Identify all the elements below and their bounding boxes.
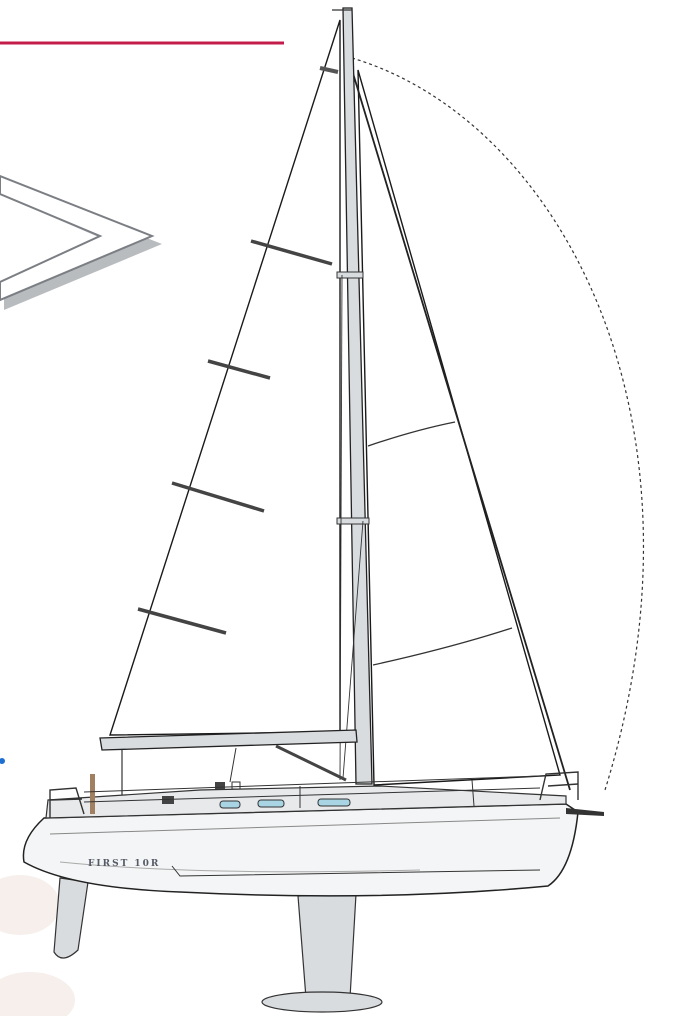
bow-pulpit <box>539 771 579 801</box>
keel <box>297 893 357 999</box>
winch <box>215 782 225 789</box>
mainsail <box>109 19 341 736</box>
cabin-window <box>317 798 351 807</box>
bowsprit <box>566 808 604 816</box>
deck <box>45 785 567 819</box>
hull <box>22 803 579 897</box>
lifelines <box>83 775 541 808</box>
cabin-window <box>219 800 241 809</box>
sail-arc <box>351 57 645 791</box>
flagstaff <box>90 774 95 814</box>
hull-name-label: FIRST 10R <box>88 859 160 869</box>
mast <box>332 7 373 785</box>
winch <box>231 781 241 790</box>
cabin-window <box>257 799 285 808</box>
sailboat-icon: FIRST 10R <box>22 771 604 1013</box>
rudder <box>53 877 89 959</box>
forestay <box>351 69 571 791</box>
chevron-right-icon <box>0 174 162 310</box>
keel-bulb <box>261 991 383 1013</box>
background-blobs <box>0 875 75 1021</box>
winch <box>162 796 174 804</box>
blue-marker <box>0 758 5 764</box>
jib-sail <box>357 69 561 786</box>
stern-pulpit <box>49 787 85 818</box>
